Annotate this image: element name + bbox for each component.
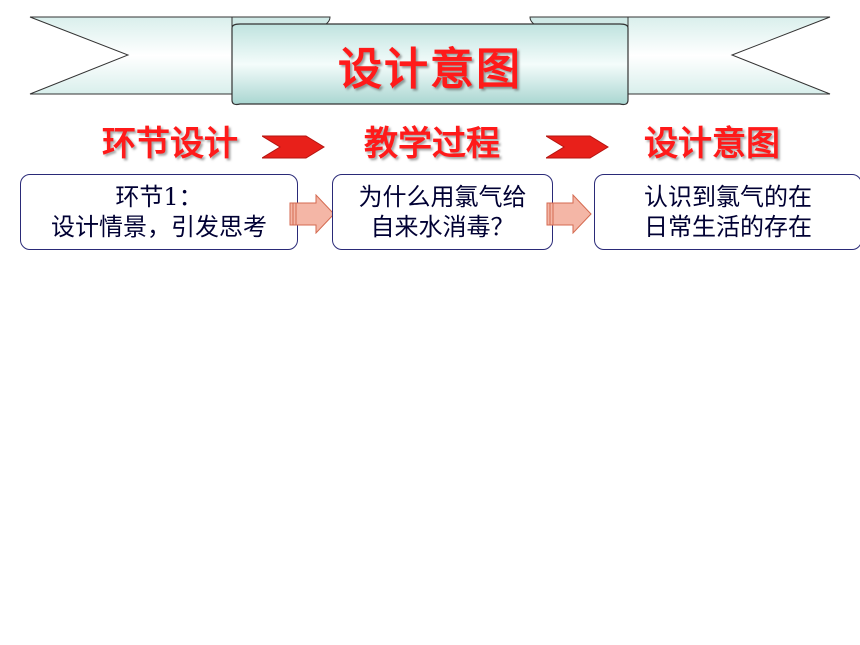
process-box: 为什么用氯气给 自来水消毒？ [332,174,553,250]
heading-stage-design: 环节设计 [102,124,238,164]
ribbon-center-panel [231,23,629,106]
heading-design-intent: 设计意图 [644,124,780,164]
chevron-right-icon [546,135,609,159]
ribbon-right-tail [627,16,831,95]
intent-text: 认识到氯气的在 [644,183,812,211]
stage-title: 环节1： [115,183,203,211]
stage-description: 设计情景，引发思考 [51,213,267,241]
ribbon-left-tail [29,16,236,95]
arrow-right-icon [289,194,335,234]
process-question: 为什么用氯气给 [358,183,527,211]
arrow-right-icon [546,194,592,234]
process-question-cont: 自来水消毒？ [370,213,515,241]
chevron-right-icon [262,135,325,159]
intent-text-cont: 日常生活的存在 [644,213,812,241]
stage-box: 环节1： 设计情景，引发思考 [20,174,298,250]
heading-teaching-process: 教学过程 [364,124,500,164]
intent-box: 认识到氯气的在 日常生活的存在 [594,174,860,250]
banner-title: 设计意图 [338,44,522,95]
ribbon-banner [29,16,831,106]
